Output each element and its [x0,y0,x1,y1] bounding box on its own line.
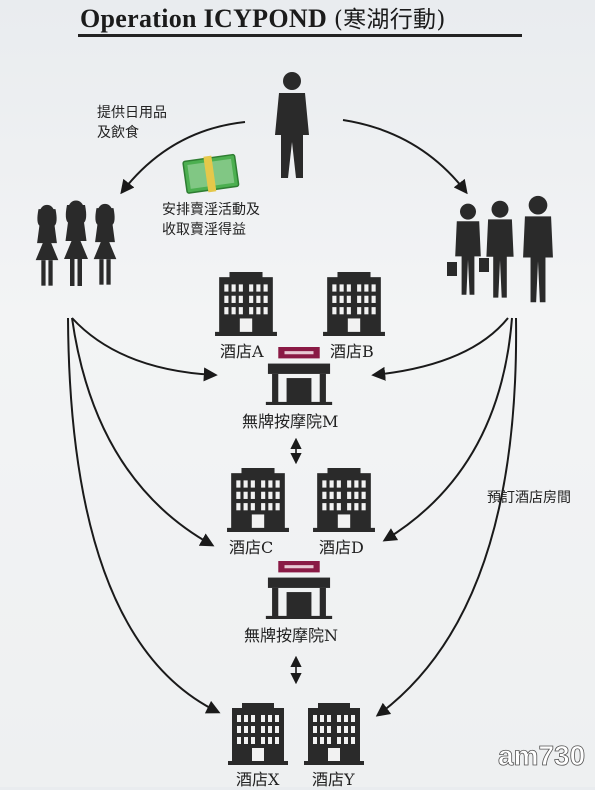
supply-note-line2: 及飲食 [97,125,139,141]
arrange-note-line1: 安排賣淫活動及 [162,202,260,218]
businessmen-group-icon [447,195,553,303]
money-bundle-icon [182,153,240,194]
arrange-note: 安排賣淫活動及 收取賣淫得益 [162,200,260,240]
booking-note: 預訂酒店房間 [487,490,571,506]
am730-logo: am730 [498,740,586,772]
hotel-b-icon [323,272,385,336]
hotel-c-icon [227,468,289,532]
hotel-y-icon [304,703,364,765]
watermark-text: am730 [498,740,585,771]
arrange-note-line2: 收取賣淫得益 [162,222,246,238]
parlor-m-label: 無牌按摩院M [242,412,339,431]
hotel-x-label: 酒店X [236,770,280,789]
man-silhouette-icon [275,72,309,178]
hotel-d-icon [313,468,375,532]
supply-note-line1: 提供日用品 [97,105,167,121]
women-group-icon [35,200,117,286]
hotel-c-label: 酒店C [229,538,274,557]
title-sub: (寒湖行動) [333,7,446,33]
parlor-m-icon [265,347,333,405]
hotel-d-label: 酒店D [319,538,364,557]
hotel-a-icon [215,272,277,336]
parlor-n-icon [265,561,333,619]
hotel-x-icon [228,703,288,765]
title-underline [78,34,522,37]
page-title: Operation ICYPOND (寒湖行動) [80,0,520,34]
supply-note: 提供日用品 及飲食 [97,103,167,143]
flow-arrows [67,119,518,717]
hotel-b-label: 酒店B [330,342,374,361]
parlor-n-label: 無牌按摩院N [244,626,339,645]
hotel-a-label: 酒店A [220,342,264,361]
hotel-y-label: 酒店Y [312,770,355,789]
title-main: Operation ICYPOND [80,4,328,33]
